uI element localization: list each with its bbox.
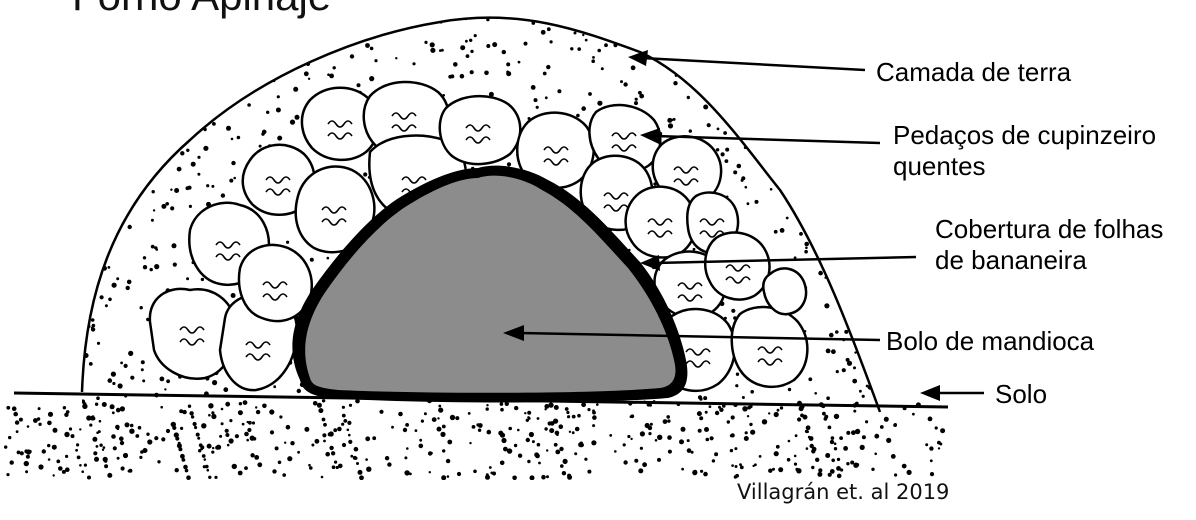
soil-stipple bbox=[4, 401, 945, 481]
arrow-camada bbox=[642, 58, 865, 70]
label-pedacos-de-cupinzeiro: Pedaços de cupinzeiro bbox=[893, 120, 1156, 150]
arrow-solo-head bbox=[920, 385, 940, 401]
source-credit: Villagrán et. al 2019 bbox=[737, 480, 949, 504]
label-cobertura-de-folhas: Cobertura de folhas bbox=[935, 214, 1163, 244]
label-de-bananeira: de bananeira bbox=[935, 245, 1087, 275]
label-camada-de-terra: Camada de terra bbox=[876, 57, 1071, 87]
label-pedacos-quentes: quentes bbox=[893, 151, 986, 181]
diagram-title: Forno Apinajé bbox=[72, 0, 331, 20]
label-solo: Solo bbox=[995, 379, 1047, 409]
label-bolo-de-mandioca: Bolo de mandioca bbox=[886, 326, 1094, 356]
